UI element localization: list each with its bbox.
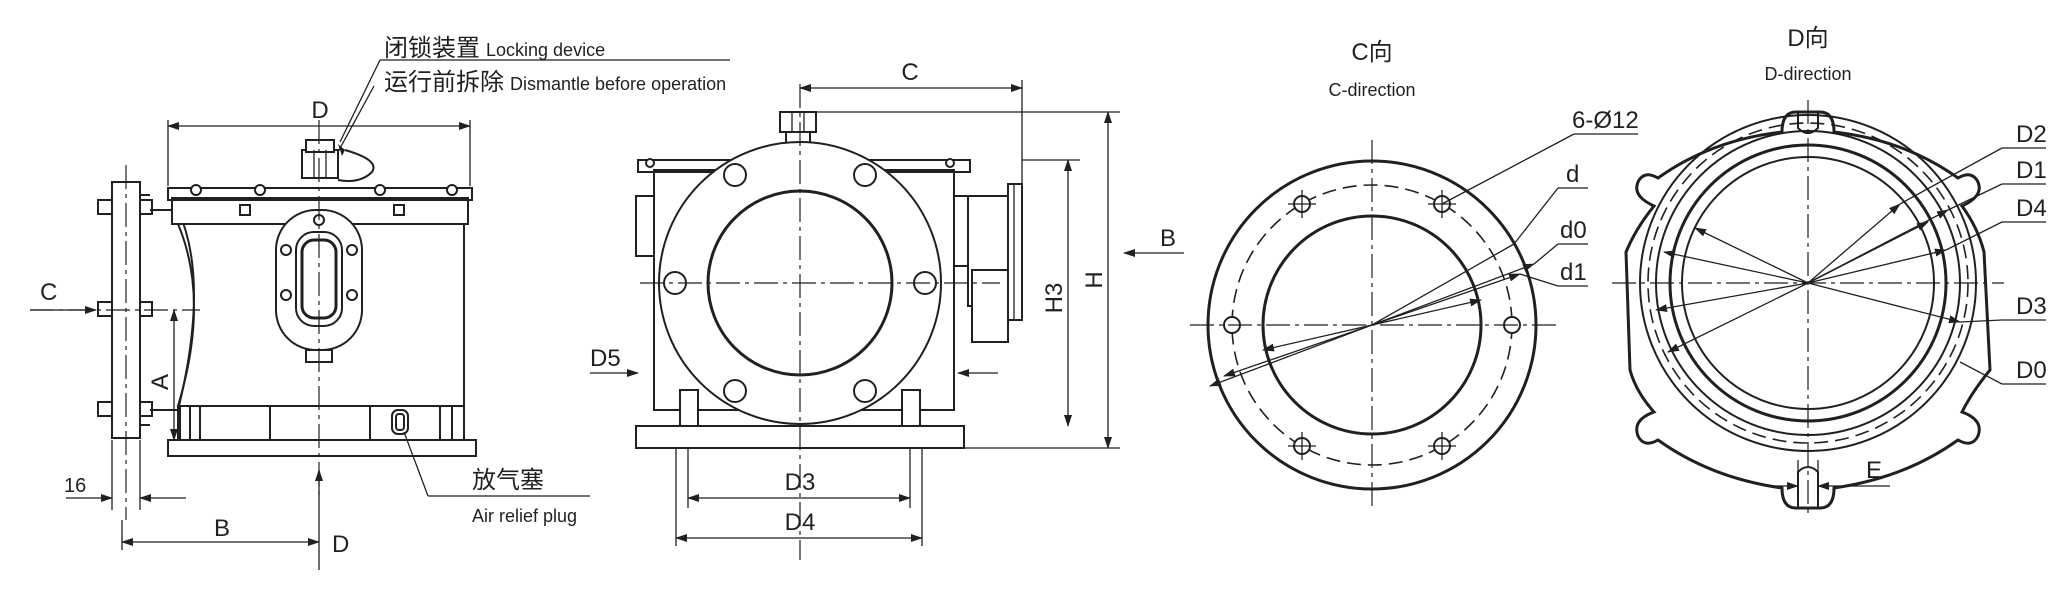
c-dim-d1-label: d1 [1560, 259, 1587, 286]
dim-c-front-label: C [901, 59, 918, 86]
c-dim-d0-label: d0 [1560, 217, 1587, 244]
dim-d-bottom-label: D [332, 531, 349, 558]
c-direction-view: C向 C-direction [1190, 39, 1639, 510]
dim-d-top-label: D [311, 97, 328, 124]
dim-d5-label: D5 [590, 345, 621, 372]
c-dim-holes-label: 6-Ø12 [1572, 107, 1639, 134]
dim-d4-front-label: D4 [785, 509, 816, 536]
dim-b-side-label: B [214, 515, 230, 542]
c-dim-d-label: d [1566, 161, 1579, 188]
air-relief-label-cn: 放气塞 [472, 467, 544, 494]
d-outer-lugged-ring [1624, 110, 1992, 510]
d-direction-view: D向 D-direction D2 D1 D4 [1612, 25, 2047, 518]
c-view-title-cn: C向 [1351, 39, 1392, 66]
flange-bolts [97, 199, 153, 417]
d-dim-d0-label: D0 [2016, 357, 2047, 384]
d-dim-d4-label: D4 [2016, 195, 2047, 222]
dim-b-front-label: B [1160, 225, 1176, 252]
locking-label-en: Locking device [486, 40, 605, 60]
dim-h-label: H [1081, 271, 1108, 288]
d-view-title-cn: D向 [1787, 25, 1828, 52]
c-view-title-en: C-direction [1328, 80, 1415, 100]
dismantle-label-cn: 运行前拆除 [384, 69, 504, 96]
d-view-title-en: D-direction [1764, 64, 1851, 84]
dim-h3-label: H3 [1041, 283, 1068, 314]
air-relief-plug [391, 409, 409, 435]
d-dim-d2-label: D2 [2016, 121, 2047, 148]
dim-d3-front-label: D3 [785, 469, 816, 496]
front-view: C H H3 B D5 D3 D4 [590, 59, 1184, 560]
side-view: D 闭锁装置 Locking device 运行前拆除 Dismantle be… [30, 35, 730, 570]
dim-a-label: A [147, 374, 174, 390]
dim-c-side-label: C [40, 279, 57, 306]
dim-16-label: 16 [64, 475, 86, 497]
cover-bolts [190, 184, 458, 216]
locking-label-cn: 闭锁装置 [384, 35, 480, 62]
base-plate [167, 439, 477, 457]
air-relief-label-en: Air relief plug [472, 506, 577, 526]
d-dim-d3-label: D3 [2016, 293, 2047, 320]
dismantle-label-en: Dismantle before operation [510, 74, 726, 94]
locking-device [301, 139, 375, 182]
d-dim-e-label: E [1866, 457, 1882, 484]
d-dim-d1-label: D1 [2016, 157, 2047, 184]
